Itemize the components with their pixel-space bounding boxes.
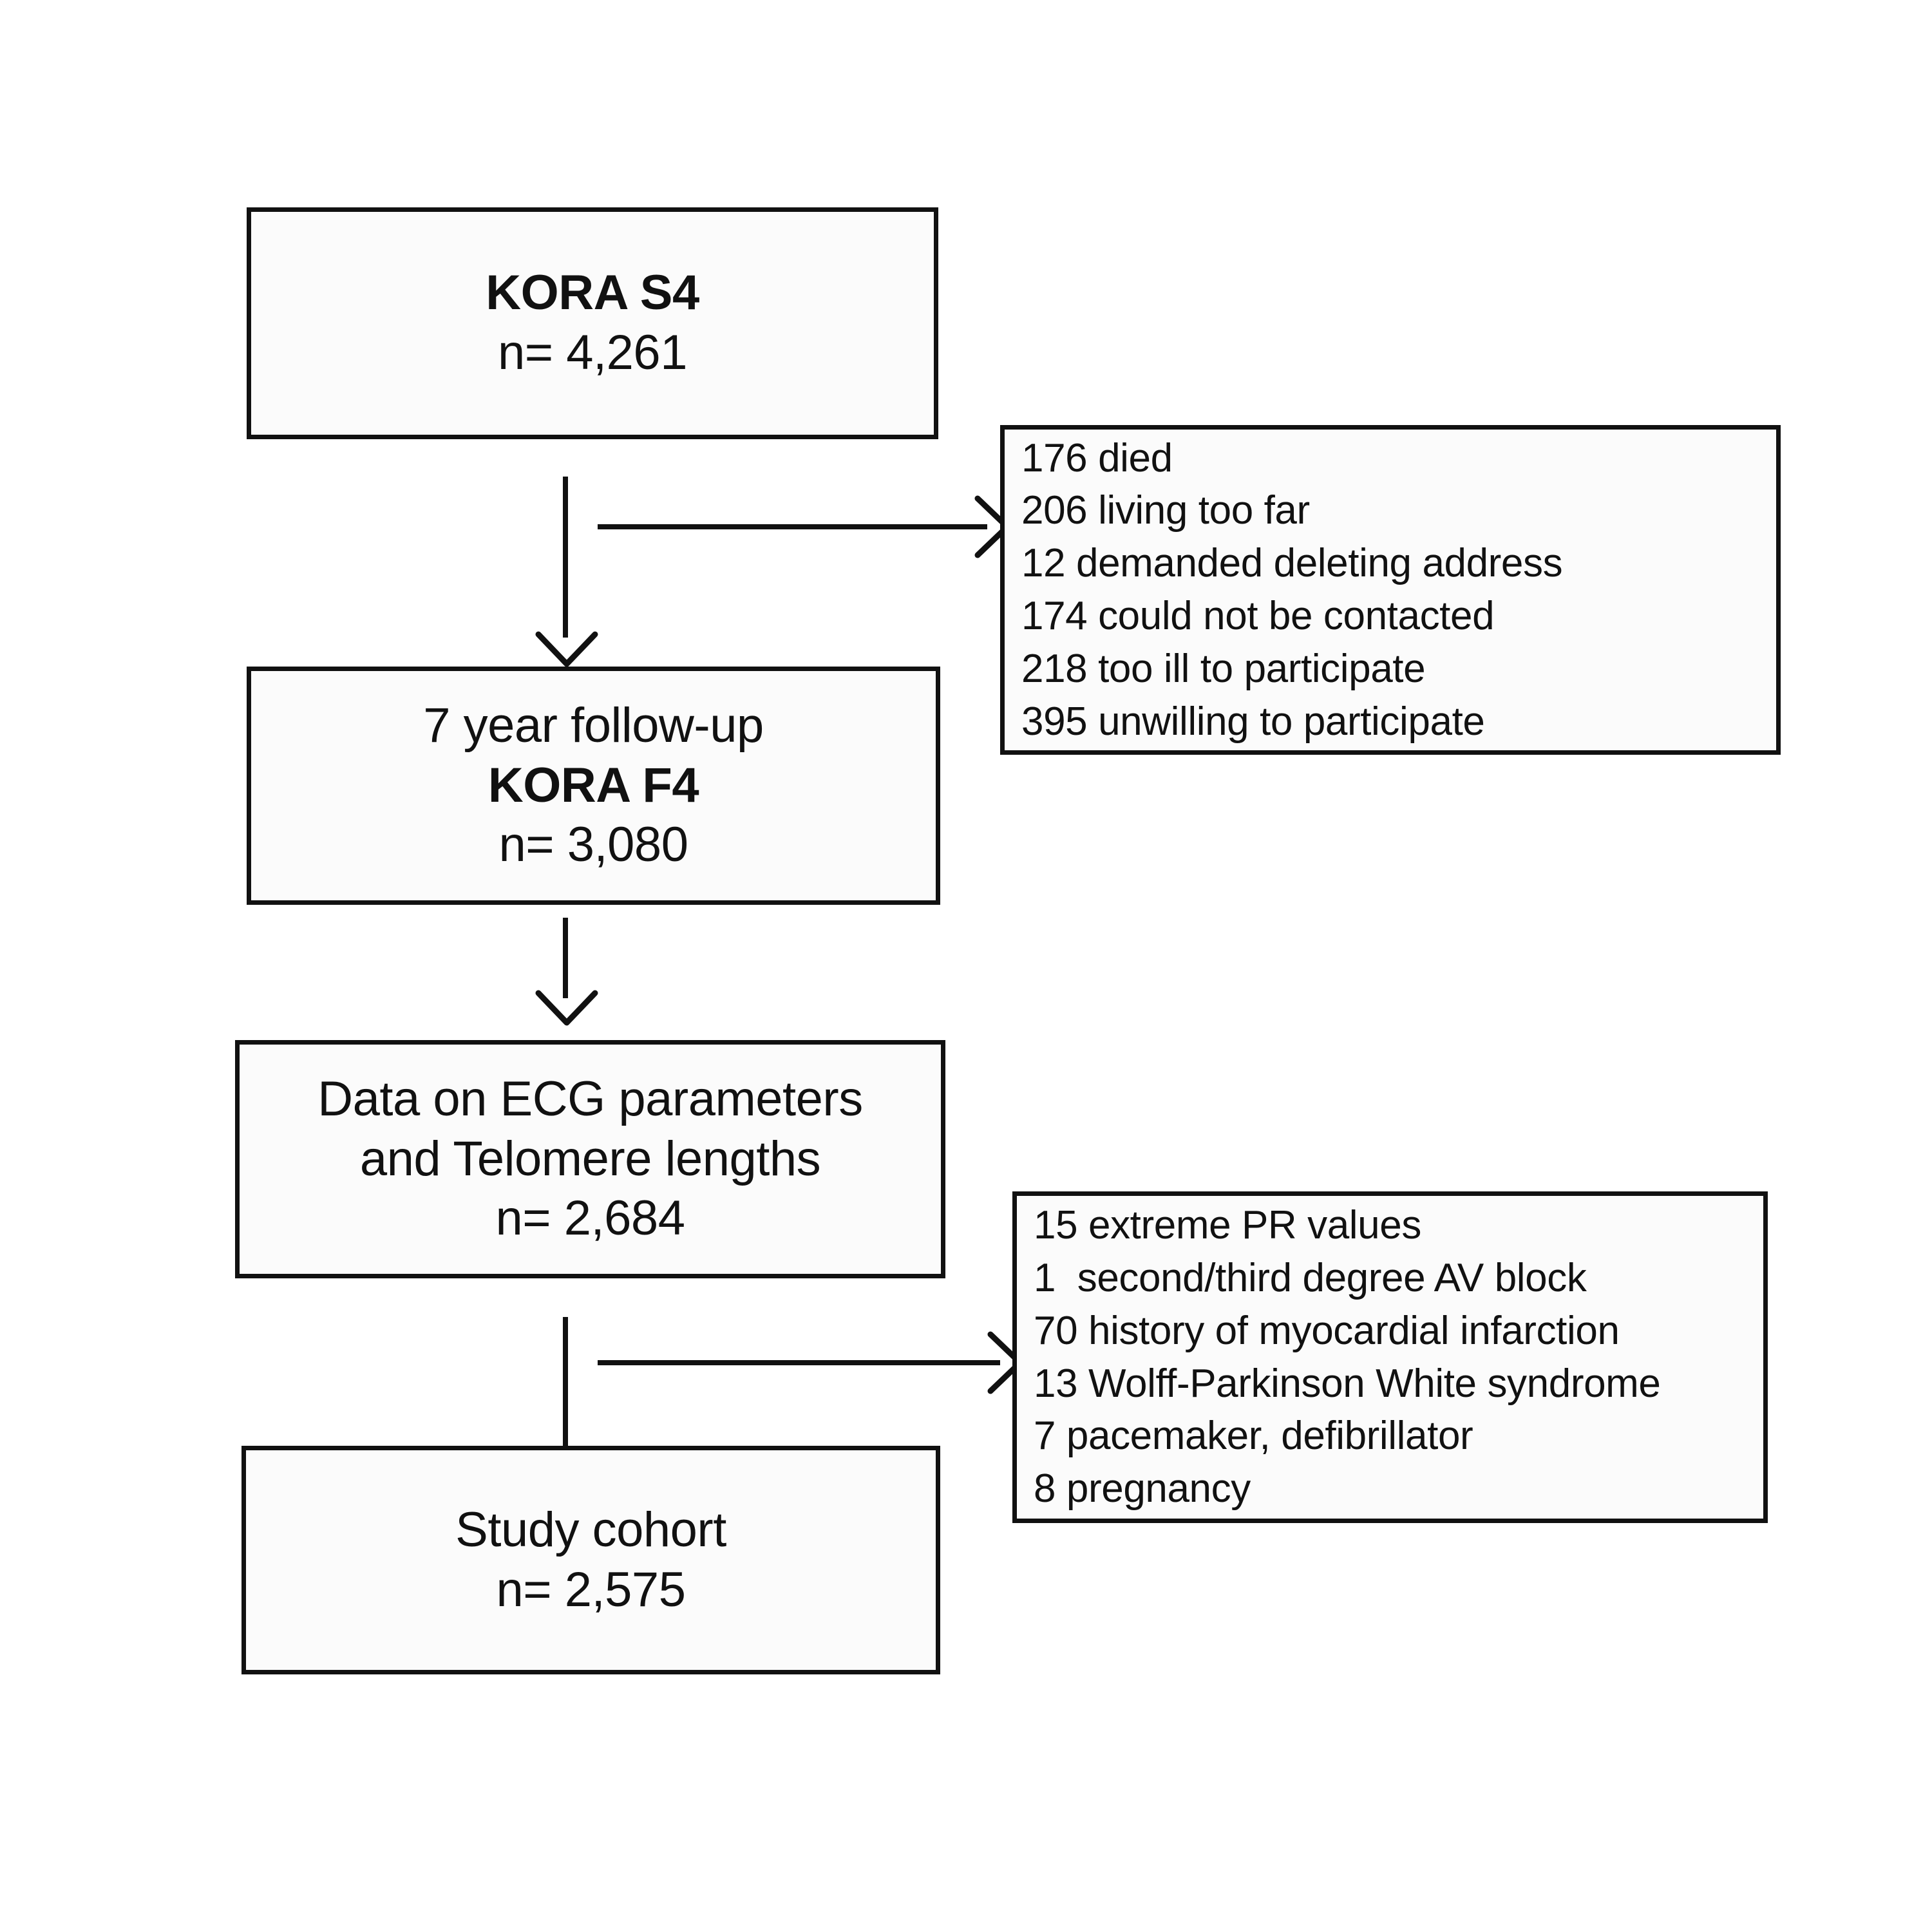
arrow-head-down-baseline <box>535 631 598 667</box>
box-kora-s4: KORA S4 n= 4,261 <box>247 207 938 439</box>
exclusion-box-followup-losses: 176 died 206 living too far 12 demanded … <box>1000 425 1781 755</box>
box-kora-f4-line2: KORA F4 <box>488 757 699 813</box>
exclusion-item: 395 unwilling to participate <box>1021 699 1485 744</box>
connector-baseline-to-losses-line <box>598 524 987 529</box>
arrow-head-down-followup <box>535 990 598 1026</box>
exclusion-item: 206 living too far <box>1021 488 1310 533</box>
box-ecg-telomere: Data on ECG parameters and Telomere leng… <box>235 1040 945 1278</box>
exclusion-item: 12 demanded deleting address <box>1021 541 1563 586</box>
box-ecg-telomere-line2: and Telomere lengths <box>359 1131 821 1186</box>
exclusion-item: 218 too ill to participate <box>1021 646 1426 691</box>
exclusion-item: 1 second/third degree AV block <box>1034 1255 1587 1300</box>
connector-baseline-to-followup-line <box>563 477 568 638</box>
box-study-cohort-line1: Study cohort <box>455 1502 726 1557</box>
box-kora-f4-line3: n= 3,080 <box>498 817 688 873</box>
exclusion-box-analysis-exclusions: 15 extreme PR values 1 second/third degr… <box>1012 1191 1768 1523</box>
box-kora-s4-line2: n= 4,261 <box>498 325 687 380</box>
exclusion-item: 15 extreme PR values <box>1034 1203 1421 1248</box>
box-ecg-telomere-line1: Data on ECG parameters <box>317 1071 863 1126</box>
exclusion-item: 8 pregnancy <box>1034 1466 1251 1511</box>
connector-ecg-to-exclusions-line <box>598 1360 1000 1365</box>
connector-followup-to-ecg-line <box>563 918 568 998</box>
box-ecg-telomere-line3: n= 2,684 <box>495 1191 685 1246</box>
box-kora-f4-line1: 7 year follow-up <box>423 697 764 753</box>
box-study-cohort: Study cohort n= 2,575 <box>242 1446 940 1674</box>
exclusion-item: 70 history of myocardial infarction <box>1034 1308 1620 1353</box>
connector-ecg-to-cohort-line <box>563 1317 568 1455</box>
box-study-cohort-line2: n= 2,575 <box>496 1562 686 1617</box>
exclusion-item: 176 died <box>1021 435 1173 480</box>
box-kora-s4-line1: KORA S4 <box>486 265 699 321</box>
box-kora-f4: 7 year follow-up KORA F4 n= 3,080 <box>247 667 940 905</box>
exclusion-item: 13 Wolff-Parkinson White syndrome <box>1034 1361 1661 1406</box>
exclusion-item: 174 could not be contacted <box>1021 594 1495 638</box>
exclusion-item: 7 pacemaker, defibrillator <box>1034 1414 1473 1459</box>
